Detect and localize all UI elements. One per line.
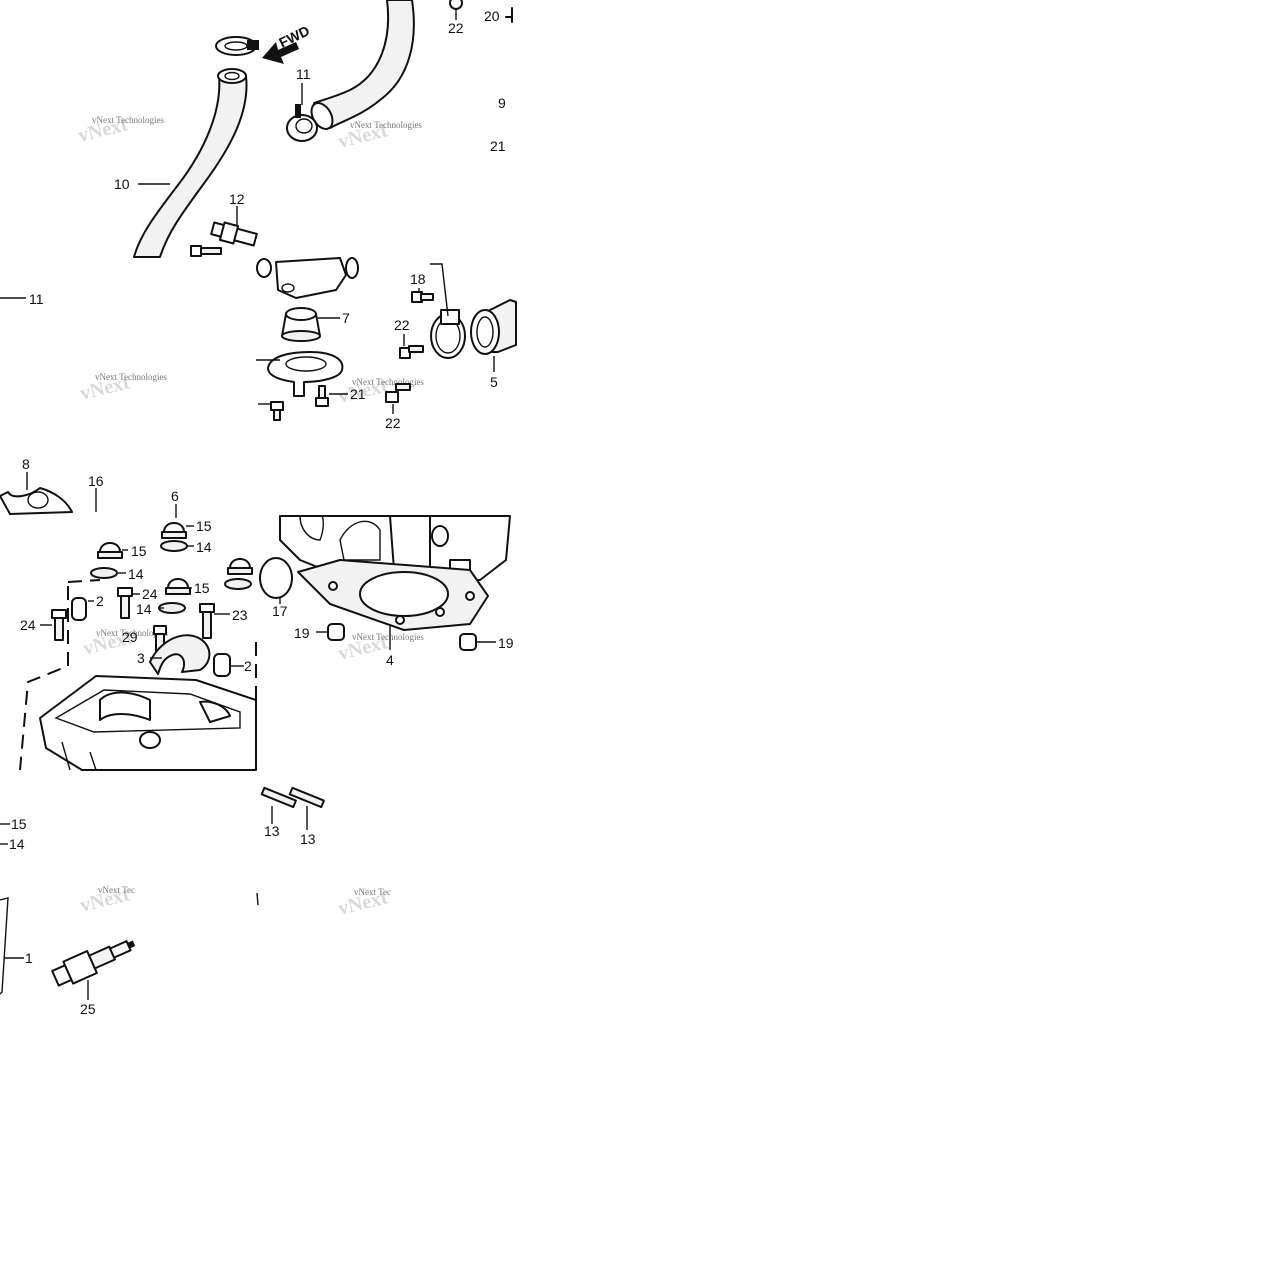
part-label-3: 3 [137, 650, 145, 666]
temperature-sensor-12 [210, 221, 258, 247]
fwd-arrow-icon: FWD [262, 22, 312, 64]
part-label-5: 5 [490, 374, 498, 390]
dowel-pin-2 [213, 653, 231, 677]
camshaft-holder-3 [149, 634, 211, 675]
watermark-text: vNext Technologies [92, 115, 164, 125]
tile-thermostat: 11 [0, 257, 517, 431]
bolt-24 [51, 609, 67, 641]
bolt-24 [117, 587, 133, 619]
part-label-19: 19 [294, 625, 310, 641]
stud-13 [288, 786, 325, 809]
part-label-13: 13 [300, 831, 316, 847]
hose-band-clamp [430, 309, 466, 359]
bolt [315, 385, 329, 407]
watermark-text: vNext Technologies [352, 377, 424, 387]
part-label-18: 18 [410, 271, 426, 287]
watermark-text: vNext Technologies [352, 632, 424, 642]
bolt [190, 245, 222, 257]
part-label-23: 23 [232, 607, 248, 623]
part-label-9: 9 [498, 95, 506, 111]
hose-10 [133, 75, 248, 258]
cylinder-gasket-4 [297, 559, 489, 631]
part-label-24: 24 [20, 617, 36, 633]
washer-14 [224, 578, 252, 590]
spark-plug-25 [51, 940, 136, 987]
part-label-12: 12 [229, 191, 245, 207]
part-label-11: 11 [29, 291, 44, 307]
part-label-14: 14 [9, 836, 25, 852]
cylinder-head-body [39, 675, 257, 771]
part-label-25: 25 [80, 1001, 96, 1017]
part-label-17: 17 [272, 603, 288, 619]
part-label-22: 22 [394, 317, 410, 333]
o-ring-17 [259, 557, 293, 599]
tile-cylinder-head: 8 16 [0, 456, 514, 771]
part-label-4: 4 [386, 652, 394, 668]
hose-clamp-11 [286, 104, 318, 142]
cap-nut-15 [227, 558, 253, 575]
part-label-22: 22 [385, 415, 401, 431]
watermark-text: vNext Tec [98, 885, 135, 895]
part-label-24: 24 [142, 586, 158, 602]
part-label-13: 13 [264, 823, 280, 839]
intake-joint-5 [470, 299, 517, 355]
hose-clamp [215, 36, 259, 56]
part-label-20: 20 [484, 8, 500, 24]
dowel-19 [327, 623, 345, 641]
thermostat-cover [267, 351, 344, 397]
part-label-1: 1 [25, 950, 33, 966]
part-label-2: 2 [96, 593, 104, 609]
stud-13 [260, 786, 297, 809]
bolt [399, 345, 424, 359]
watermark-text: vNext Technologies [95, 372, 167, 382]
watermark-text: vNext Tec [354, 887, 391, 897]
dowel-pin-2 [71, 597, 87, 621]
dowel-19 [459, 633, 477, 651]
part-label-19: 19 [498, 635, 514, 651]
part-label-11: 11 [296, 66, 311, 82]
cap-nut-15 [161, 522, 187, 539]
tile-hoses: FWD 10 11 12 22 20 [114, 0, 513, 258]
thermostat-7 [281, 307, 321, 342]
part-label-15: 15 [194, 580, 210, 596]
bolt-23 [199, 603, 215, 639]
bolt [385, 383, 411, 403]
part-label-29: 29 [122, 629, 138, 645]
part-label-14: 14 [128, 566, 144, 582]
water-fitting-8 [0, 487, 73, 515]
thermostat-housing [256, 257, 359, 299]
washer-14 [160, 540, 188, 552]
watermark-text: vNext Technologies [350, 120, 422, 130]
part-label-21: 21 [350, 386, 366, 402]
washer-14 [90, 567, 118, 579]
bolt [270, 401, 284, 421]
part-label-15: 15 [11, 816, 27, 832]
part-label-14: 14 [136, 601, 152, 617]
tile-studs-spark-plug: 13 13 15 14 1 25 [0, 786, 325, 1017]
cap-nut-15 [97, 542, 123, 559]
part-label-6: 6 [171, 488, 179, 504]
part-label-10: 10 [114, 176, 130, 192]
part-label-16: 16 [88, 473, 104, 489]
part-label-14: 14 [196, 539, 212, 555]
cap-nut-15 [165, 578, 191, 595]
watermark-text: vNext Technologies [96, 628, 168, 638]
bolt [411, 291, 434, 303]
part-label-8: 8 [22, 456, 30, 472]
part-label-22: 22 [448, 20, 464, 36]
part-label-15: 15 [196, 518, 212, 534]
part-label-7: 7 [342, 310, 350, 326]
part-label-15: 15 [131, 543, 147, 559]
part-label-21: 21 [490, 138, 506, 154]
part-label-2: 2 [244, 658, 252, 674]
